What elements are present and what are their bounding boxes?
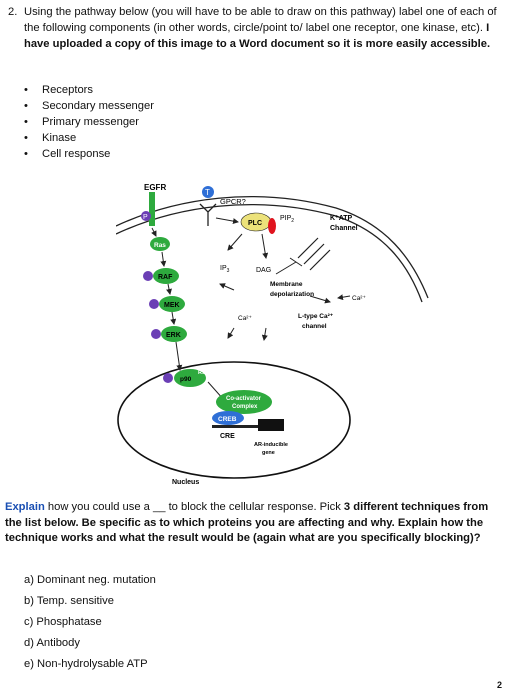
ca-label-out: Ca²⁺ (352, 295, 366, 302)
list-item: c) Phosphatase (24, 616, 102, 628)
list-item: Secondary messenger (24, 98, 154, 114)
explain-prompt: Explain how you could use a __ to block … (5, 500, 505, 547)
svg-text:Complex: Complex (232, 404, 258, 410)
creb (212, 411, 244, 425)
gpcr-label: GPCR? (220, 197, 246, 206)
svg-text:Co-activator: Co-activator (226, 396, 262, 402)
gpcr-receptor (199, 203, 217, 226)
membrane-label: Membrane (270, 281, 303, 288)
list-item: d) Antibody (24, 637, 80, 649)
technique-options: a) Dominant neg. mutation b) Temp. sensi… (24, 572, 156, 677)
nucleus (117, 361, 351, 479)
cre-label: CRE (220, 433, 235, 440)
gpcr-ligand (202, 186, 214, 198)
components-list: Receptors Secondary messenger Primary me… (24, 82, 154, 162)
egfr-receptor (149, 192, 155, 226)
svg-text:gene: gene (262, 450, 275, 456)
list-item: Cell response (24, 146, 154, 162)
erk (161, 326, 187, 342)
cell-membrane-inner (116, 203, 423, 303)
question-intro: Using the pathway below (you will have t… (24, 6, 497, 34)
dag-label: DAG (256, 267, 271, 274)
svg-text:Rsk: Rsk (198, 370, 209, 376)
svg-text:Ras: Ras (154, 242, 166, 249)
ltype-label: L-type Ca²⁺ (298, 313, 334, 320)
svg-text:ERK: ERK (166, 332, 181, 339)
svg-text:MEK: MEK (164, 302, 180, 309)
gene-box (258, 419, 284, 431)
question-bold-note: I have uploaded a copy of this image to … (24, 22, 491, 50)
cell-membrane (116, 195, 429, 299)
ar-inducible-label: AR-inducible (254, 442, 288, 448)
list-item: a) Dominant neg. mutation (24, 574, 156, 586)
egfr-label: EGFR (144, 183, 166, 192)
question-block: 2. Using the pathway below (you will hav… (8, 4, 502, 52)
mek (159, 296, 185, 312)
svg-text:channel: channel (302, 323, 327, 330)
page-number: 2 (496, 680, 502, 690)
explain-part1: how you could use a __ to block the cell… (44, 501, 344, 513)
list-item: Kinase (24, 130, 154, 146)
svg-text:p90: p90 (180, 376, 192, 383)
list-item: e) Non-hydrolysable ATP (24, 658, 148, 670)
question-number: 2. (8, 6, 18, 18)
list-item: b) Temp. sensitive (24, 595, 114, 607)
dna (212, 425, 284, 428)
coactivator-complex (216, 390, 272, 414)
egfr-phospho (141, 211, 151, 221)
katp-label: K⁺ATP (330, 215, 353, 222)
explain-word: Explain (5, 501, 45, 513)
svg-text:P: P (143, 214, 148, 221)
katp-channel (297, 237, 331, 271)
pathway-diagram: EGFR P T GPCR? PLC PIP2 K⁺ATP Channel Ra… (116, 183, 429, 486)
ras (150, 237, 170, 251)
explain-bold: 3 different techniques from the list bel… (5, 501, 489, 544)
svg-text:depolarization: depolarization (270, 291, 314, 298)
question-text: Using the pathway below (you will have t… (24, 4, 502, 52)
raf (153, 268, 179, 284)
list-item: Receptors (24, 82, 154, 98)
svg-text:PIP2: PIP2 (280, 215, 294, 224)
svg-text:T: T (205, 188, 210, 197)
nucleus-label: Nucleus (172, 479, 199, 486)
pip2-marker (268, 218, 276, 234)
svg-text:PLC: PLC (248, 220, 262, 227)
svg-text:CREB: CREB (218, 416, 237, 423)
ip3-label: IP3 (220, 265, 230, 274)
svg-text:RAF: RAF (158, 274, 173, 281)
ca-label-in: Ca²⁺ (238, 315, 252, 322)
list-item: Primary messenger (24, 114, 154, 130)
svg-text:Channel: Channel (330, 225, 358, 232)
p90rsk (174, 369, 206, 387)
